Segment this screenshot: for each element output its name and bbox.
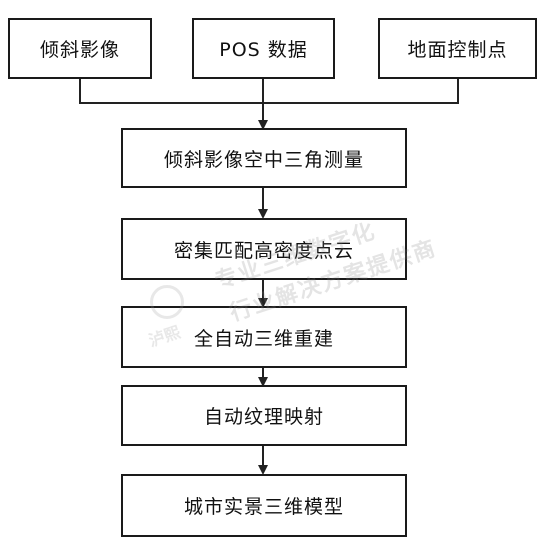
input-box-ground-control-points: 地面控制点 xyxy=(378,18,537,79)
step-label: 全自动三维重建 xyxy=(193,327,334,350)
input-box-label: 地面控制点 xyxy=(407,39,508,61)
step-label: 倾斜影像空中三角测量 xyxy=(163,148,364,171)
input-box-oblique-images: 倾斜影像 xyxy=(8,18,152,79)
step-box-aerial-triangulation: 倾斜影像空中三角测量 xyxy=(121,128,407,188)
step-box-3d-reconstruction: 全自动三维重建 xyxy=(121,306,407,368)
step-box-city-3d-model: 城市实景三维模型 xyxy=(121,474,407,537)
step-box-dense-matching: 密集匹配高密度点云 xyxy=(121,218,407,280)
input-box-label: POS 数据 xyxy=(219,39,308,61)
step-label: 自动纹理映射 xyxy=(203,406,324,428)
input-box-label: 倾斜影像 xyxy=(39,39,120,61)
input-box-pos-data: POS 数据 xyxy=(192,18,335,79)
step-label: 城市实景三维模型 xyxy=(183,496,344,518)
step-box-texture-mapping: 自动纹理映射 xyxy=(121,385,407,446)
step-label: 密集匹配高密度点云 xyxy=(173,239,354,262)
